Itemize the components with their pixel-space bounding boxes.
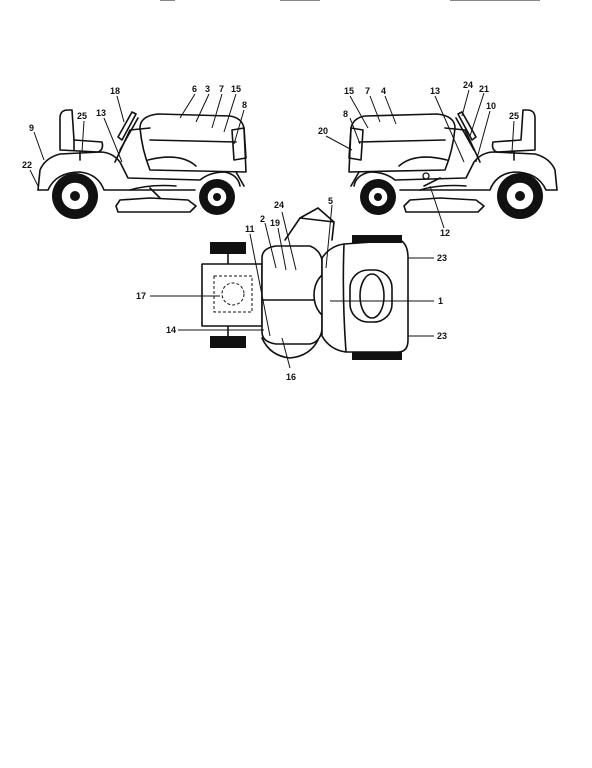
- top-view-rear-wheel-lower: [352, 352, 402, 360]
- callout-left-5: 15: [231, 84, 241, 94]
- callout-top-2: 24: [274, 200, 284, 210]
- right-side-view-tractor: [325, 89, 558, 229]
- callout-right-9: 8: [343, 109, 348, 119]
- callout-top-6: 23: [437, 253, 447, 263]
- callout-right-1: 15: [344, 86, 354, 96]
- callout-top-11: 16: [286, 372, 296, 382]
- callout-right-7: 10: [486, 101, 496, 111]
- callout-right-8: 25: [509, 111, 519, 121]
- top-view-tractor: [150, 204, 434, 369]
- callout-right-2: 7: [365, 86, 370, 96]
- callout-left-10: 22: [22, 160, 32, 170]
- callout-left-3: 3: [205, 84, 210, 94]
- callout-right-11: 12: [440, 228, 450, 238]
- callout-left-4: 7: [219, 84, 224, 94]
- callout-top-8: 1: [438, 296, 443, 306]
- left-side-view-tractor: [29, 93, 247, 219]
- top-view-callouts: 5 24 2 19 11 23 17 1 14 23 16: [136, 196, 447, 382]
- callout-left-8: 13: [96, 108, 106, 118]
- callout-right-4: 13: [430, 86, 440, 96]
- callout-top-9: 14: [166, 325, 176, 335]
- callout-top-7: 17: [136, 291, 146, 301]
- callout-top-4: 19: [270, 218, 280, 228]
- callout-left-1: 18: [110, 86, 120, 96]
- right-view-callouts: 15 7 4 13 24 21 10 25 8 20 12: [318, 80, 519, 238]
- callout-top-5: 11: [245, 224, 255, 234]
- callout-right-10: 20: [318, 126, 328, 136]
- callout-top-10: 23: [437, 331, 447, 341]
- callout-top-1: 5: [328, 196, 333, 206]
- callout-left-7: 25: [77, 111, 87, 121]
- top-view-front-wheel-upper: [210, 242, 246, 254]
- callout-right-5: 24: [463, 80, 473, 90]
- callout-left-9: 9: [29, 123, 34, 133]
- callout-left-6: 8: [242, 100, 247, 110]
- left-view-callouts: 18 6 3 7 15 8 25 13 9 22: [22, 84, 247, 170]
- top-view-rear-wheel-upper: [352, 235, 402, 243]
- top-view-front-wheel-lower: [210, 336, 246, 348]
- callout-right-3: 4: [381, 86, 386, 96]
- callout-left-2: 6: [192, 84, 197, 94]
- callout-top-3: 2: [260, 214, 265, 224]
- callout-right-6: 21: [479, 84, 489, 94]
